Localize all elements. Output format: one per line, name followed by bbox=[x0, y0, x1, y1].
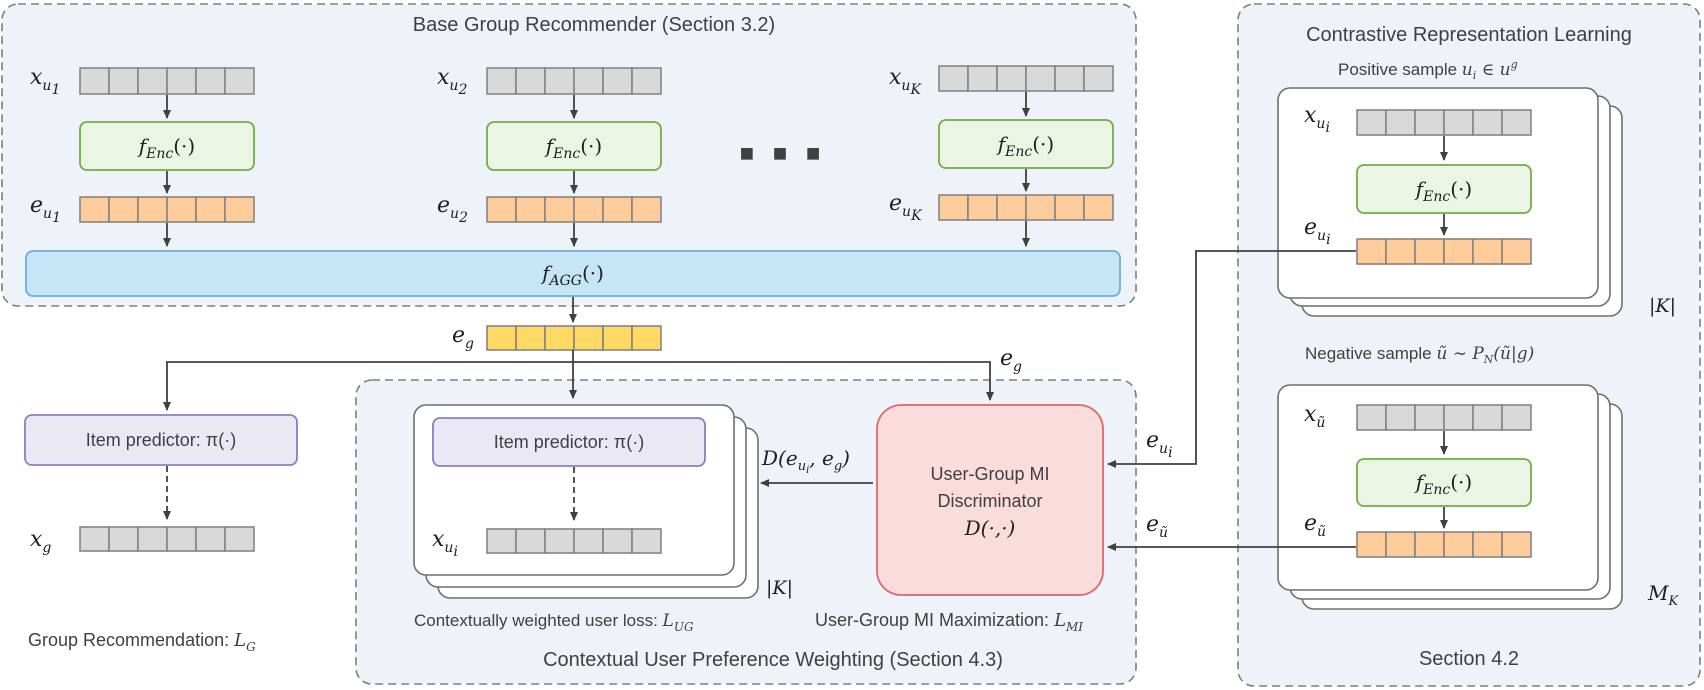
user-column-1: xu1 fEnc(·) eu1 bbox=[30, 65, 255, 247]
contrastive-panel-footer: Section 4.2 bbox=[1419, 648, 1519, 670]
x-uk-label: xuK bbox=[889, 65, 922, 98]
x-uk-vector bbox=[938, 65, 1114, 92]
eneg-input-label: eũ bbox=[1146, 512, 1168, 541]
positive-stack-count: |K| bbox=[1649, 295, 1676, 317]
e-u2-vector bbox=[486, 196, 662, 223]
encoder-box-k bbox=[938, 119, 1114, 169]
e-uk-label: euK bbox=[889, 191, 923, 224]
arrow-pos-e-to-discriminator bbox=[1107, 250, 1356, 468]
base-panel-title: Base Group Recommender (Section 3.2) bbox=[413, 14, 775, 36]
d-output-label: D(eui, eg) bbox=[761, 446, 850, 476]
e-u1-label: eu1 bbox=[30, 193, 61, 226]
eui-input-label: eui bbox=[1146, 428, 1173, 461]
user-column-k: xuK fEnc(·) euK bbox=[889, 65, 1114, 247]
x-u1-vector bbox=[79, 67, 255, 95]
arrow-eg-to-discriminator bbox=[573, 361, 994, 401]
aggregator-box bbox=[25, 250, 1121, 297]
ellipsis-more-users: ■ ■ ■ bbox=[740, 140, 827, 167]
discriminator-line1: User-Group MI bbox=[930, 464, 1049, 484]
neg-encoder-label: fEnc(·) bbox=[1414, 470, 1472, 498]
pos-xui-vector bbox=[1356, 109, 1532, 136]
inner-item-predictor-label: Item predictor: π(·) bbox=[494, 432, 644, 452]
negative-stack-count: MK bbox=[1647, 581, 1679, 609]
inner-xui-label: xui bbox=[432, 527, 458, 560]
inner-stack-count: |K| bbox=[766, 577, 793, 599]
contrastive-panel-title: Contrastive Representation Learning bbox=[1306, 24, 1632, 46]
positive-sample-label: Positive sample ui ∈ ug bbox=[1338, 58, 1518, 82]
neg-e-vector bbox=[1356, 531, 1532, 558]
e-uk-vector bbox=[938, 194, 1114, 221]
discriminator-box bbox=[876, 404, 1104, 596]
eg-vector bbox=[486, 325, 662, 351]
pos-xui-label: xui bbox=[1304, 103, 1330, 136]
xg-vector bbox=[79, 526, 255, 552]
xg-label: xg bbox=[30, 527, 51, 556]
pos-eui-label: eui bbox=[1304, 215, 1331, 248]
x-u2-vector bbox=[486, 67, 662, 95]
pos-eui-vector bbox=[1356, 238, 1532, 265]
e-u1-vector bbox=[79, 196, 255, 223]
discriminator-line2: Discriminator bbox=[937, 491, 1042, 511]
neg-x-vector bbox=[1356, 404, 1532, 431]
encoder-label-1: fEnc(·) bbox=[137, 134, 195, 162]
x-u1-label: xu1 bbox=[30, 65, 60, 98]
discriminator-line3: D(·,·) bbox=[964, 516, 1016, 540]
x-u2-label: xu2 bbox=[437, 65, 467, 98]
item-predictor-box bbox=[24, 414, 298, 466]
encoder-box-1 bbox=[79, 121, 255, 171]
negative-sample-label: Negative sample ũ ∼ PN(ũ|g) bbox=[1305, 344, 1534, 366]
encoder-label-k: fEnc(·) bbox=[996, 132, 1054, 160]
inner-item-predictor-box bbox=[432, 417, 706, 467]
inner-xui-vector bbox=[486, 528, 662, 554]
encoder-box-2 bbox=[486, 121, 662, 171]
weighting-panel-title: Contextual User Preference Weighting (Se… bbox=[543, 649, 1003, 671]
group-loss-label: Group Recommendation: LG bbox=[28, 630, 256, 654]
neg-x-label: xũ bbox=[1304, 402, 1325, 431]
arrow-eg-to-item-predictor bbox=[163, 361, 573, 411]
neg-encoder-box bbox=[1356, 458, 1532, 507]
eg-input-label: eg bbox=[1000, 346, 1022, 375]
item-predictor-label: Item predictor: π(·) bbox=[86, 430, 236, 450]
neg-e-label: eũ bbox=[1304, 511, 1326, 540]
mi-loss-label: User-Group MI Maximization: LMI bbox=[815, 610, 1083, 634]
eg-label: eg bbox=[452, 323, 474, 352]
pos-encoder-box bbox=[1356, 164, 1532, 214]
user-loss-label: Contextually weighted user loss: LUG bbox=[414, 611, 694, 634]
user-column-2: xu2 fEnc(·) eu2 bbox=[437, 65, 662, 247]
e-u2-label: eu2 bbox=[437, 193, 468, 226]
